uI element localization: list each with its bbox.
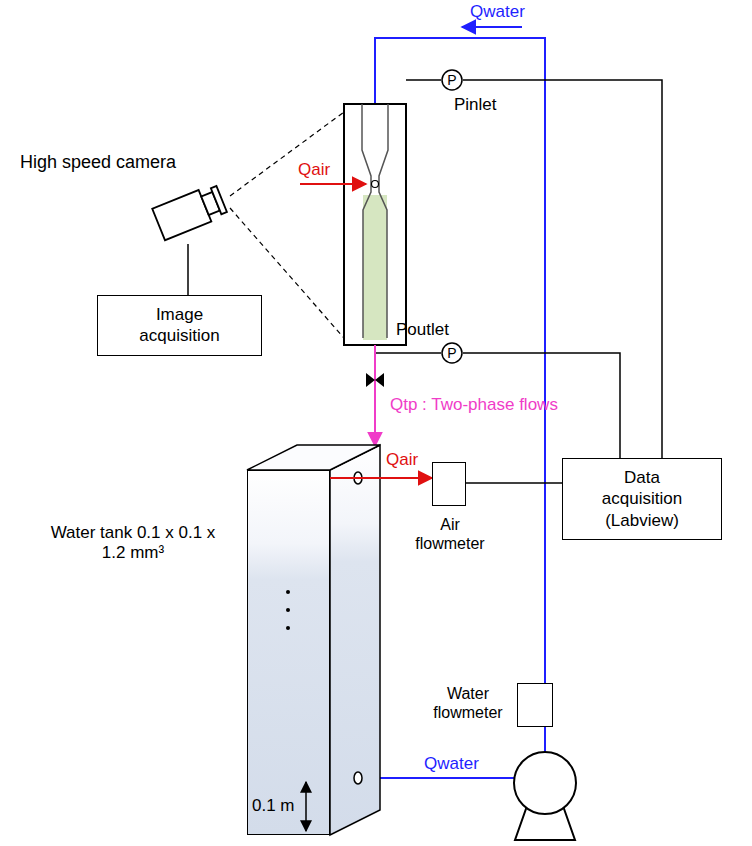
valve-symbol xyxy=(366,373,384,387)
dimension-arrow xyxy=(305,782,307,831)
air-inlet-arrow xyxy=(300,183,366,185)
node-caption: High speed camera xyxy=(20,152,176,174)
node-text: P xyxy=(441,69,463,91)
camera-symbol: High speed camera xyxy=(148,178,236,244)
two-phase-line xyxy=(374,345,376,446)
water-tank-body xyxy=(247,445,380,835)
signal-line xyxy=(466,482,562,484)
node-caption: Air flowmeter xyxy=(405,515,495,553)
flowmeter-box: Water flowmeter xyxy=(517,683,553,727)
air-flow-arrow xyxy=(330,477,432,479)
pressure-label: Poutlet xyxy=(396,320,449,340)
node-text: P xyxy=(441,342,463,364)
flow-label: Qwater xyxy=(424,754,479,774)
test-section xyxy=(344,104,406,345)
pressure-gauge: P xyxy=(441,69,463,91)
water-tank: Water tank 0.1 x 0.1 x 1.2 mm³ xyxy=(247,470,330,835)
dimension-label: 0.1 m xyxy=(252,796,295,816)
node-text: Data acquisition (Labview) xyxy=(589,467,695,531)
process-box: Data acquisition (Labview) xyxy=(562,458,722,540)
signal-line xyxy=(187,244,189,295)
flowmeter-box: Air flowmeter xyxy=(432,462,466,506)
node-caption: Water flowmeter xyxy=(426,684,510,722)
pressure-tap-lines xyxy=(375,80,441,353)
node-text: Image acquisition xyxy=(124,304,235,347)
flow-label: Qtp : Two-phase flows xyxy=(390,395,558,415)
node-caption: Water tank 0.1 x 0.1 x 1.2 mm³ xyxy=(43,523,223,564)
edge-label: Qair xyxy=(386,450,418,470)
continuation-dots xyxy=(286,590,290,630)
pressure-gauge: P xyxy=(441,342,463,364)
process-box: Image acquisition xyxy=(97,295,262,356)
pump-symbol xyxy=(514,752,576,840)
camera-icon xyxy=(148,178,236,244)
flow-label: Qair xyxy=(298,160,330,180)
flow-label: Qwater xyxy=(470,2,525,22)
pressure-label: Pinlet xyxy=(454,95,497,115)
